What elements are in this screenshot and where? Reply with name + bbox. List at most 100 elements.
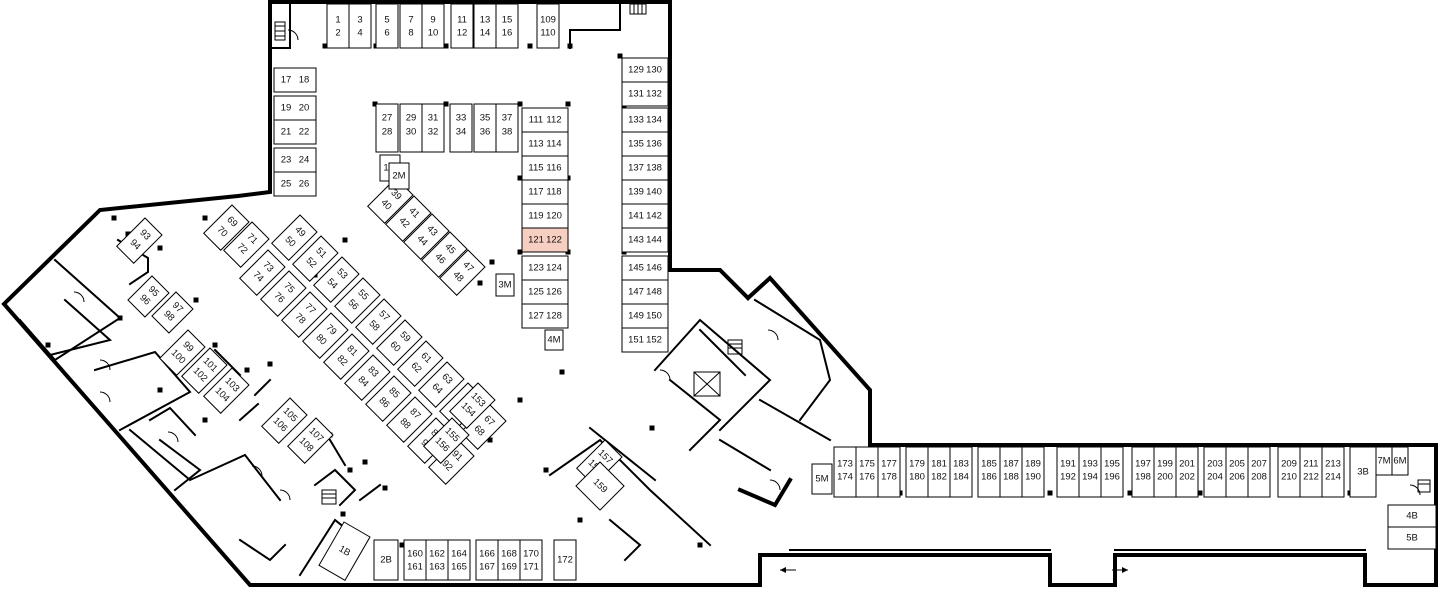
unit-block[interactable]: 4B [1387, 504, 1437, 528]
unit-outline[interactable] [365, 375, 412, 422]
unit-outline[interactable] [449, 103, 473, 153]
unit-outline[interactable] [544, 329, 564, 351]
unit-block[interactable]: 2B [373, 539, 399, 581]
unit-outline[interactable] [621, 179, 669, 205]
unit-outline[interactable] [473, 3, 497, 49]
unit-outline[interactable] [271, 214, 318, 261]
unit-outline[interactable] [326, 3, 350, 49]
unit-outline[interactable] [521, 155, 569, 181]
unit-outline[interactable] [521, 131, 569, 157]
unit-outline[interactable] [475, 539, 499, 581]
unit-outline[interactable] [376, 319, 423, 366]
unit-outline[interactable] [521, 179, 569, 205]
unit-outline[interactable] [521, 203, 569, 229]
unit-outline[interactable] [519, 539, 543, 581]
unit-outline[interactable] [385, 195, 432, 242]
unit-outline[interactable] [239, 249, 286, 296]
unit-outline[interactable] [450, 3, 474, 49]
unit-outline[interactable] [521, 303, 569, 329]
unit-outline[interactable] [323, 333, 370, 380]
unit-outline[interactable] [949, 446, 973, 498]
unit-outline[interactable] [1349, 446, 1377, 498]
unit-outline[interactable] [1391, 446, 1409, 476]
unit-outline[interactable] [418, 361, 465, 408]
unit-outline[interactable] [423, 417, 470, 464]
unit-outline[interactable] [621, 227, 669, 253]
unit-outline[interactable] [621, 255, 669, 281]
unit-outline[interactable] [1321, 446, 1345, 498]
unit-outline[interactable] [421, 231, 468, 278]
unit-outline[interactable] [116, 217, 163, 264]
unit-outline[interactable] [375, 103, 399, 153]
unit-block[interactable]: 56 [375, 3, 399, 49]
unit-outline[interactable] [553, 539, 577, 581]
unit-outline[interactable] [348, 3, 372, 49]
unit-outline[interactable] [151, 291, 194, 334]
unit-outline[interactable] [181, 347, 228, 394]
unit-outline[interactable] [318, 521, 371, 581]
unit-outline[interactable] [521, 279, 569, 305]
unit-outline[interactable] [313, 256, 360, 303]
unit-outline[interactable] [1100, 446, 1124, 498]
unit-outline[interactable] [281, 291, 328, 338]
unit-outline[interactable] [159, 329, 206, 376]
unit-block[interactable]: 4M [544, 329, 564, 351]
unit-outline[interactable] [449, 382, 496, 429]
unit-outline[interactable] [273, 171, 317, 197]
unit-outline[interactable] [621, 131, 669, 157]
unit-block[interactable]: 2M [388, 162, 410, 190]
unit-block[interactable]: 3M [495, 273, 515, 297]
unit-outline[interactable] [1021, 446, 1045, 498]
unit-outline[interactable] [447, 539, 471, 581]
unit-outline[interactable] [203, 204, 250, 251]
unit-outline[interactable] [425, 539, 449, 581]
unit-outline[interactable] [497, 539, 521, 581]
unit-outline[interactable] [373, 539, 399, 581]
unit-outline[interactable] [1247, 446, 1271, 498]
